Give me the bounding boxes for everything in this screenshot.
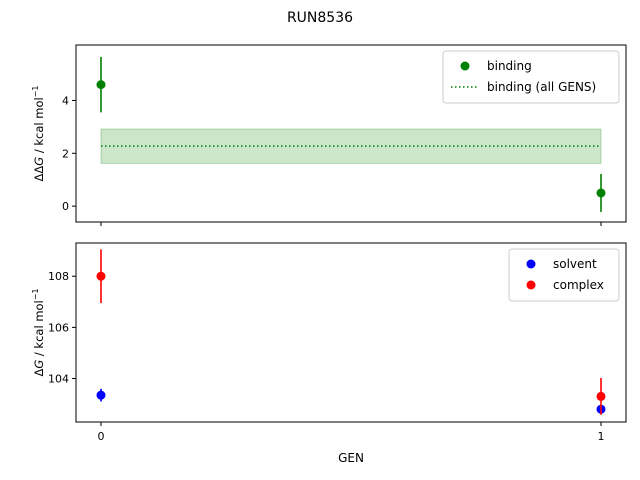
legend-label-binding-all-gens-: binding (all GENS) — [487, 80, 596, 94]
x-tick-label: 0 — [98, 430, 105, 443]
legend-box — [442, 50, 620, 104]
complex-point — [96, 271, 106, 281]
y-tick-label: 4 — [62, 94, 69, 107]
y-tick-label: 104 — [48, 373, 69, 386]
top-panel-binding: 0 2 4 ΔΔG / kcal mol−1 binding binding (all G… — [31, 44, 627, 226]
y-tick-label: 2 — [62, 147, 69, 160]
axes-frame — [75, 44, 627, 223]
legend: binding binding (all GENS) — [442, 50, 620, 104]
legend-label-solvent: solvent — [553, 257, 597, 271]
legend-marker-solvent — [526, 259, 536, 269]
x-tick-label: 1 — [598, 430, 605, 443]
figure-title: RUN8536 — [287, 10, 353, 26]
solvent-point — [96, 390, 106, 400]
x-axis-label: GEN — [338, 451, 364, 465]
complex-point — [596, 391, 606, 401]
legend: solvent complex — [508, 248, 620, 302]
axes-frame — [75, 242, 627, 423]
y-axis-label: ΔΔG / kcal mol−1 — [31, 86, 46, 182]
y-tick-label: 108 — [48, 270, 69, 283]
binding-point — [96, 80, 106, 90]
y-tick-label: 106 — [48, 321, 69, 334]
y-axis-label: ΔG / kcal mol−1 — [31, 288, 46, 376]
legend-box — [508, 248, 620, 302]
y-tick-label: 0 — [62, 200, 69, 213]
legend-label-complex: complex — [553, 278, 604, 292]
legend-marker-binding — [460, 61, 470, 71]
legend-label-binding: binding — [487, 59, 532, 73]
binding-point — [596, 188, 606, 198]
legend-marker-complex — [526, 280, 536, 290]
